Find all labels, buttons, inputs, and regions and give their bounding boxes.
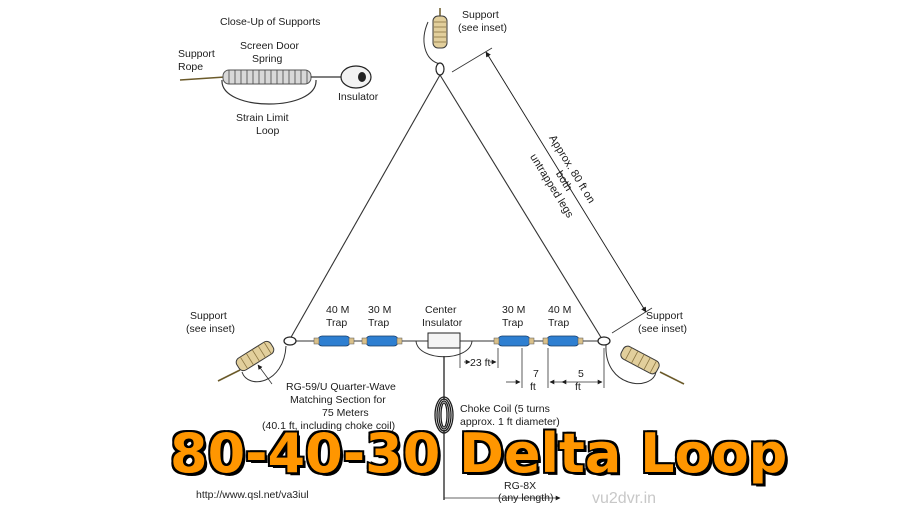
inset-title: Close-Up of Supports [220,16,320,28]
source-url[interactable]: http://www.qsl.net/va3iul [196,489,309,501]
top-support-label-2: (see inset) [458,22,507,34]
inset-loop-label-2: Loop [256,125,280,137]
inset-strain-loop [221,79,317,105]
matching-label-1: RG-59/U Quarter-Wave [286,381,396,393]
matching-label-2: Matching Section for [290,394,386,406]
trap-left-30: 30 M Trap [361,304,403,347]
dimension-marks [459,348,605,388]
dim-23ft-label: 23 ft [470,357,491,369]
right-support-insulator [620,345,660,375]
dim-5-label: 5 [578,368,584,380]
trap-right-30-label-2: Trap [502,317,523,329]
inset-rope-label-2: Rope [178,61,203,73]
dim-5-unit: ft [575,381,581,393]
inset-rope [179,76,226,81]
inset-insulator [340,65,372,89]
center-insulator-label-2: Insulator [422,317,463,329]
leg-note-group: Approx. 80 ft on both untrapped legs [527,133,597,220]
leg-dim-arrow [485,51,647,313]
right-leg-wire [439,74,603,340]
inset-spring [222,69,312,85]
right-support-strain-loop [605,344,657,385]
inset-spring-coils [228,70,308,84]
inset-spring-label: Screen Door [240,40,299,52]
dim-7-label: 7 [533,368,539,380]
trap-right-40-label: 40 M [548,304,571,316]
trap-left-30-label-2: Trap [368,317,389,329]
feedline-label-1: RG-8X [504,480,536,492]
top-support-insulator-ribs [434,21,446,43]
left-support-label-2: (see inset) [186,323,235,335]
top-support-eye [435,62,445,76]
trap-left-40-label-2: Trap [326,317,347,329]
choke-label-2: approx. 1 ft diameter) [460,416,560,428]
feedline-label-2: (any length) [498,492,553,504]
left-support-label: Support [190,310,227,322]
inset-loop-label: Strain Limit [236,112,289,124]
left-support: Support (see inset) [186,310,297,383]
left-support-strain-loop [241,345,287,383]
watermark: vu2dvr.in [592,490,657,506]
center-insulator-label: Center [425,304,457,316]
inset-insulator-label: Insulator [338,91,379,103]
inset-insulator-hole [358,72,366,82]
leg-length-dimension: Approx. 80 ft on both untrapped legs [451,47,653,334]
trap-right-30: 30 M Trap [493,304,535,347]
left-leg-wire [289,74,441,340]
matching-leader [257,364,273,385]
top-support: Support (see inset) [423,8,507,76]
inset-close-up: Close-Up of Supports Support Rope Screen… [178,16,379,137]
leg-dim-extension-top [451,47,493,73]
choke-coil [434,396,454,434]
right-support-label: Support [646,310,683,322]
right-support: Support (see inset) [597,310,687,385]
trap-right-40: 40 M Trap [542,304,584,347]
title-banner: 80-40-30 Delta Loop [169,422,789,485]
center-insulator: Center Insulator [415,304,473,358]
left-support-insulator [235,340,275,372]
left-support-rope [217,369,241,382]
top-support-label: Support [462,9,499,21]
matching-label-3: 75 Meters [322,407,369,419]
right-support-eye [597,336,611,346]
inset-spring-label-2: Spring [252,53,283,65]
inset-rope-label: Support [178,48,215,60]
left-support-eye [283,336,297,346]
choke-label-1: Choke Coil (5 turns [460,403,550,415]
trap-left-30-label: 30 M [368,304,391,316]
feedline [434,356,561,501]
delta-loop-wires [289,74,603,342]
right-support-rope [659,371,685,385]
matching-label-4: (40.1 ft, including choke coil) [262,420,395,432]
trap-right-40-label-2: Trap [548,317,569,329]
top-support-strain-loop [423,21,441,65]
trap-left-40-label: 40 M [326,304,349,316]
trap-left-40: 40 M Trap [313,304,355,347]
dim-7-unit: ft [530,381,536,393]
right-support-label-2: (see inset) [638,323,687,335]
trap-right-30-label: 30 M [502,304,525,316]
